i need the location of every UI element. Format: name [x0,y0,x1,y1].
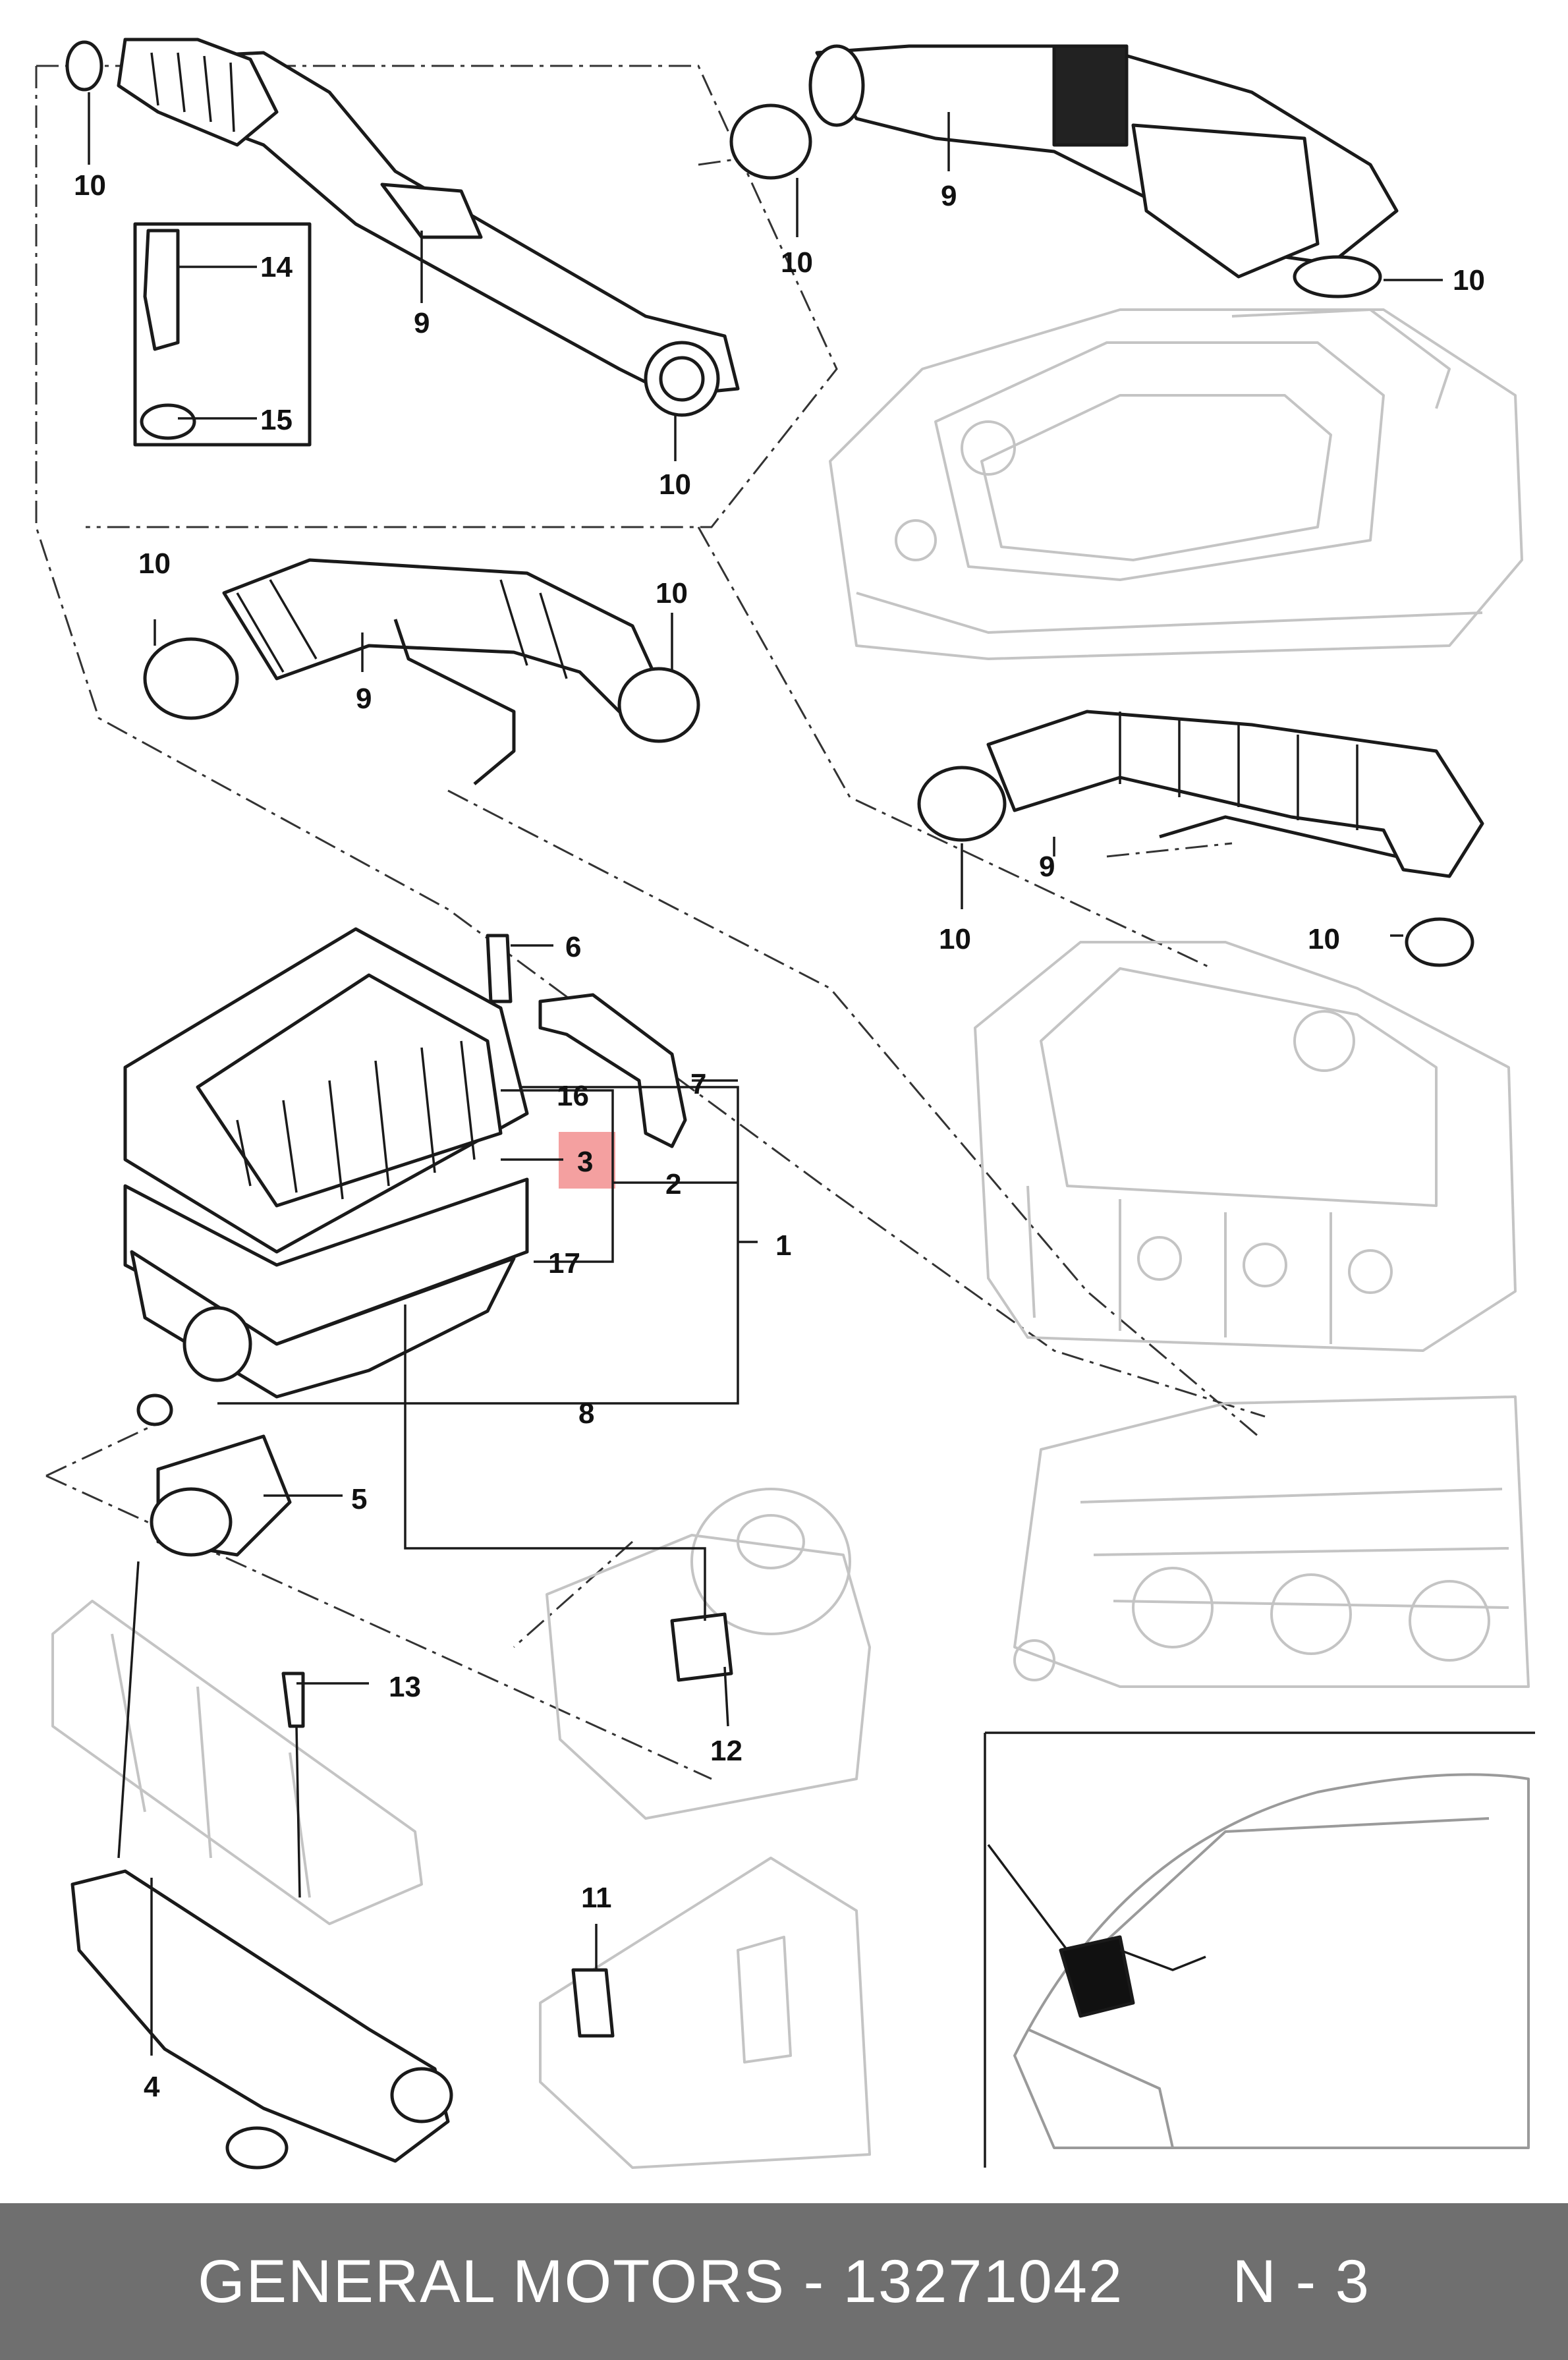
callouts: 10 14 9 15 10 10 9 10 10 10 9 9 10 10 6 … [74,169,1485,2103]
callout-7: 7 [690,1068,706,1100]
callout-10: 10 [939,923,971,955]
callout-14: 14 [260,251,293,283]
callout-10: 10 [659,468,691,501]
callout-10: 10 [138,548,171,580]
callout-8: 8 [578,1397,594,1430]
callout-10: 10 [1308,923,1340,955]
callout-10: 10 [656,577,688,609]
footer-gap [1123,2247,1232,2317]
intake-hose-right [917,710,1484,967]
intake-hose-middle-left [143,558,700,785]
callout-12: 12 [710,1735,742,1767]
callout-10: 10 [1453,264,1485,296]
callout-9: 9 [356,683,372,715]
sensor-inset-box [133,222,312,447]
intake-duct-top-right [729,44,1399,298]
engine-middle-right [974,941,1517,1352]
callout-6: 6 [565,931,581,963]
callout-9: 9 [941,180,957,212]
page-reference: N - 3 [1232,2247,1370,2315]
callout-5: 5 [351,1483,367,1515]
engine-lower-right [1013,1395,1530,1688]
leader-lines [88,92,1443,2056]
callout-4: 4 [144,2071,160,2103]
body-panels-bottom [51,1488,871,2169]
footer-bar: GENERAL MOTORS - 13271042 N - 3 [0,2203,1568,2360]
callout-13: 13 [389,1671,421,1703]
engine-top-right [829,308,1523,660]
intake-duct-top-left [65,38,740,417]
air-filter-housing [123,927,615,1399]
callout-3: 3 [577,1146,593,1178]
callout-2: 2 [665,1168,681,1200]
vehicle-location-inset [984,1731,1535,2168]
callout-1: 1 [775,1229,791,1262]
callout-17: 17 [548,1247,580,1279]
reference-lines [35,65,1266,1780]
callout-11: 11 [581,1882,612,1914]
part-3-highlight [559,1132,615,1189]
callout-10: 10 [74,169,106,202]
callout-9: 9 [414,307,430,339]
part-number-label: GENERAL MOTORS - 13271042 [198,2247,1124,2315]
callout-15: 15 [260,404,293,436]
small-parts [70,934,733,2170]
callout-16: 16 [557,1080,589,1112]
callout-9: 9 [1039,851,1055,883]
callout-10: 10 [781,246,813,279]
